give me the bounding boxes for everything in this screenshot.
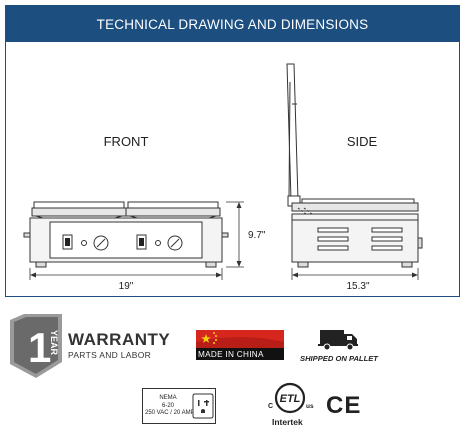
nema-rating-box: NEMA 6-20 250 VAC / 20 AMP (142, 388, 216, 424)
technical-drawing-panel: TECHNICAL DRAWING AND DIMENSIONS FRONT S… (5, 5, 460, 297)
features-section: 1 YEAR WARRANTY PARTS AND LABOR MADE IN … (0, 300, 469, 437)
nema-standard: NEMA (159, 395, 177, 401)
side-depth-label: 15.3" (346, 281, 369, 292)
warranty-subtitle: PARTS AND LABOR (68, 350, 152, 360)
made-in-china-label: MADE IN CHINA (198, 350, 264, 359)
front-view-drawing (23, 201, 229, 268)
height-dimension (226, 201, 244, 268)
technical-drawing: FRONT SIDE (23, 63, 423, 292)
shipped-on-pallet-label: SHIPPED ON PALLET (300, 354, 378, 363)
side-depth-dimension (291, 268, 419, 280)
side-view-label: SIDE (347, 134, 378, 149)
front-width-dimension (29, 268, 223, 280)
warranty-badge-number: 1 (28, 324, 51, 371)
outlet-icon (192, 393, 214, 419)
nema-plug-type: 6-20 (161, 402, 174, 409)
nema-rating: 250 VAC / 20 AMP (145, 410, 195, 416)
intertek-label: Intertek (272, 417, 303, 427)
front-view-label: FRONT (104, 134, 149, 149)
panel-header: TECHNICAL DRAWING AND DIMENSIONS (6, 6, 459, 42)
ce-mark: CE (326, 392, 362, 419)
height-label: 9.7" (248, 230, 266, 241)
truck-icon (318, 330, 358, 351)
side-view-drawing (286, 63, 423, 268)
front-width-label: 19" (119, 281, 134, 292)
nema-text-block: NEMA 6-20 250 VAC / 20 AMP (145, 395, 195, 418)
etl-mark-icon: ETL C us (268, 382, 314, 414)
warranty-badge-icon: 1 YEAR (10, 314, 62, 378)
warranty-badge-word: YEAR (49, 330, 59, 356)
warranty-title: WARRANTY (68, 330, 171, 349)
etl-us-mark: us (306, 403, 314, 410)
etl-mark-text: ETL (280, 393, 301, 405)
etl-c-mark: C (268, 403, 273, 410)
china-flag-icon (196, 330, 284, 360)
